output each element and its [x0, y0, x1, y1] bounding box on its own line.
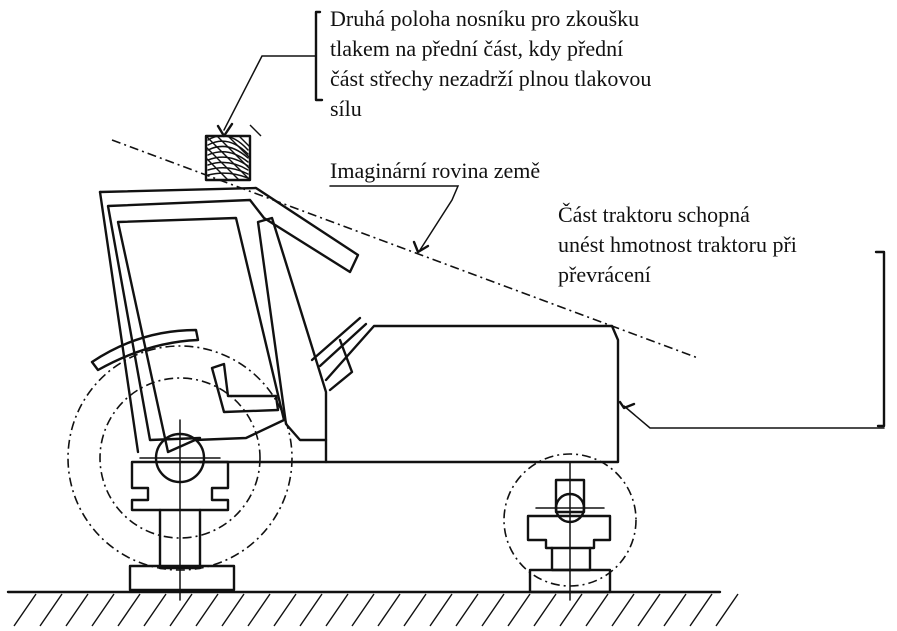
ground-hatch-stroke [377, 593, 401, 627]
ground-hatch-stroke [507, 593, 531, 627]
roof-beam-block [204, 124, 262, 182]
ground-hatch-stroke [429, 593, 453, 627]
imaginary-ground-plane-line [111, 139, 699, 359]
ground-hatch-stroke [247, 593, 271, 627]
leader-lines [216, 10, 886, 429]
ground-hatch-stroke [585, 593, 609, 627]
beam-hatch-curve [207, 156, 249, 167]
load-bearing-part-label: Část traktoru schopná unést hmotnost tra… [558, 200, 797, 290]
ground-hatch-stroke [221, 593, 245, 627]
beam-hatch-curve [207, 140, 249, 155]
ground-hatch-stroke [39, 593, 63, 627]
ground-hatch-stroke [611, 593, 635, 627]
load-bearing-part-line-3: převrácení [558, 262, 651, 287]
beam-hatch-curve [207, 167, 249, 175]
beam-hatch-stroke [249, 124, 262, 137]
ground-hatch-stroke [195, 593, 219, 627]
beam-position-line-4: sílu [330, 96, 362, 121]
beam-position-line-1: Druhá poloha nosníku pro zkoušku [330, 6, 640, 31]
ground-hatching [13, 593, 739, 627]
beam-position-line-2: tlakem na přední část, kdy přední [330, 36, 624, 61]
ground-hatch-stroke [65, 593, 89, 627]
ground-hatch-stroke [91, 593, 115, 627]
ground-hatch-stroke [663, 593, 687, 627]
ground-hatch-stroke [481, 593, 505, 627]
beam-position-label: Druhá poloha nosníku pro zkoušku tlakem … [330, 4, 651, 124]
beam-hatch-curve [207, 161, 249, 171]
load-bearing-part-line-1: Část traktoru schopná [558, 202, 750, 227]
imaginary-ground-plane-label: Imaginární rovina země [330, 156, 540, 186]
ground-hatch-stroke [455, 593, 479, 627]
ground-hatch-stroke [403, 593, 427, 627]
beam-hatch-stroke [227, 135, 251, 159]
ground-hatch-stroke [533, 593, 557, 627]
beam-hatch-curve [207, 151, 249, 163]
rear-wheel [67, 345, 293, 601]
ground-hatch-stroke [143, 593, 167, 627]
load-bearing-part-line-2: unést hmotnost traktoru při [558, 232, 797, 257]
imaginary-ground-plane-text: Imaginární rovina země [330, 158, 541, 183]
ground-hatch-stroke [325, 593, 349, 627]
beam-hatching [205, 124, 262, 181]
ground-hatch-stroke [351, 593, 375, 627]
beam-hatch-stroke [238, 135, 251, 148]
ground-hatch-stroke [689, 593, 713, 627]
ground-hatch-stroke [13, 593, 37, 627]
ground-hatch-stroke [117, 593, 141, 627]
beam-position-line-3: část střechy nezadrží plnou tlakovou [330, 66, 652, 91]
ground-hatch-stroke [637, 593, 661, 627]
ground-hatch-stroke [715, 593, 739, 627]
ground-hatch-stroke [299, 593, 323, 627]
ground [6, 590, 739, 627]
ground-hatch-stroke [273, 593, 297, 627]
ground-hatch-stroke [169, 593, 193, 627]
tractor-cab [90, 186, 620, 464]
beam-hatch-stroke [205, 157, 229, 181]
ground-hatch-stroke [559, 593, 583, 627]
front-wheel [503, 453, 637, 601]
beam-hatch-curve [207, 172, 249, 179]
